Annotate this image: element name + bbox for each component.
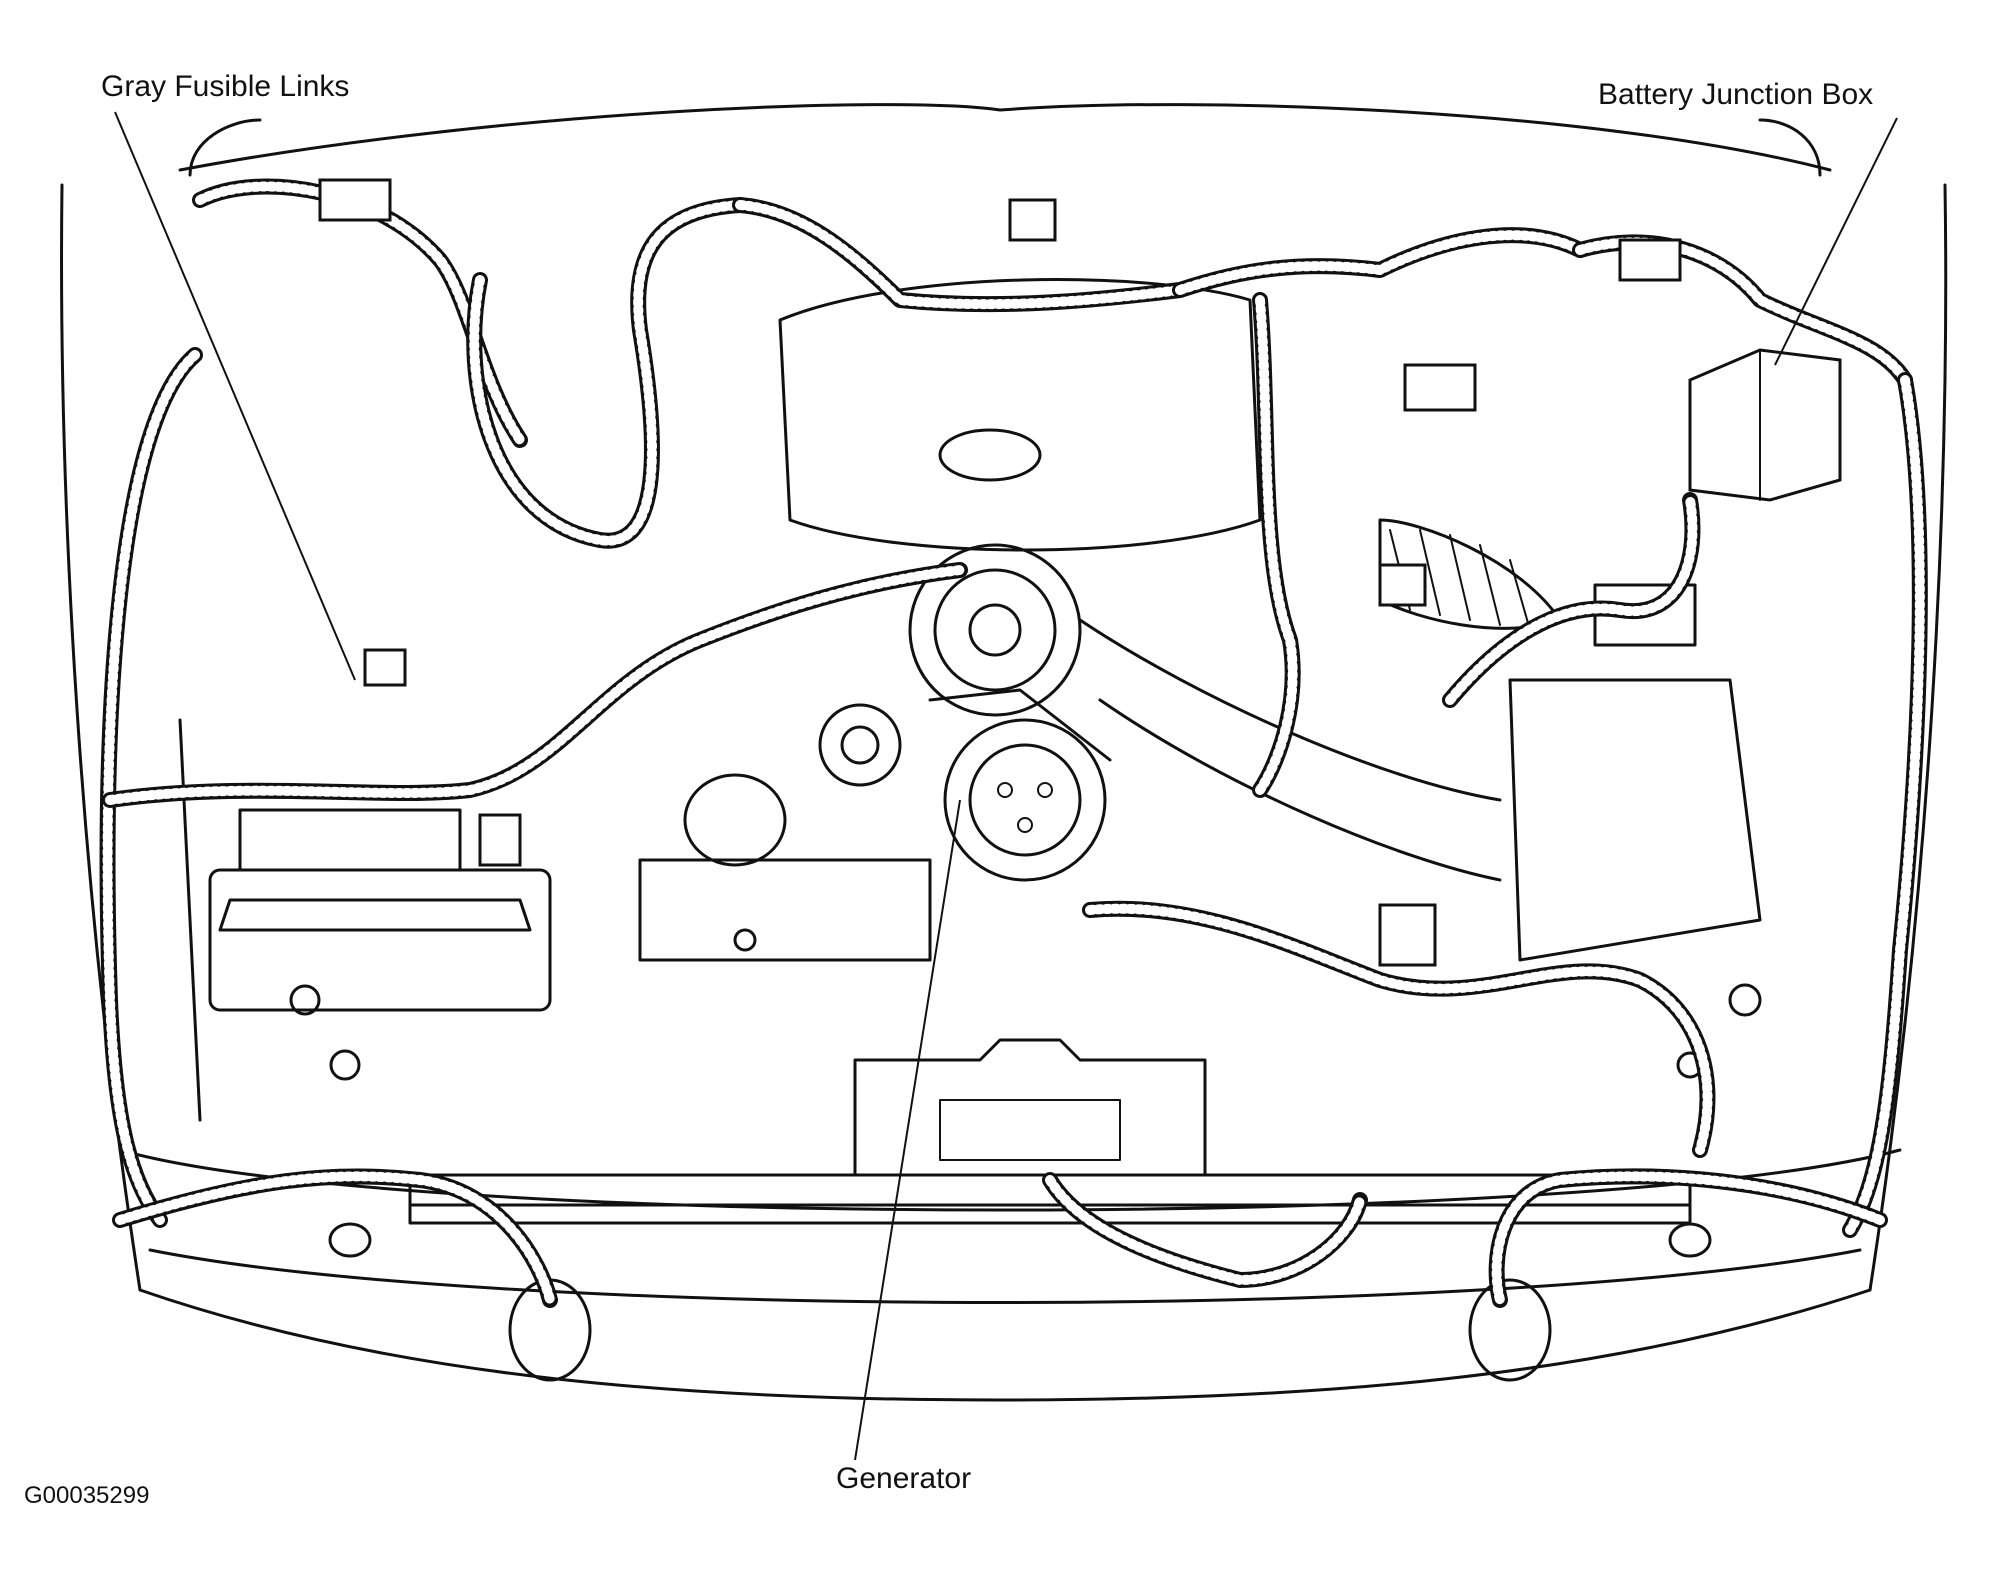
battery-right [1508, 678, 1762, 1079]
leader-gray-fusible-links [114, 111, 356, 681]
label-generator: Generator [836, 1462, 972, 1495]
radiator-support [408, 1038, 1692, 1225]
generator-assembly [818, 543, 1112, 882]
figure-id: G00035299 [24, 1482, 150, 1509]
label-gray-fusible-links: Gray Fusible Links [101, 70, 350, 103]
battery-junction-box [1593, 348, 1842, 647]
coolant-reservoir [638, 773, 932, 962]
battery-tray-left [178, 718, 552, 1122]
wiring-harness [99, 178, 1928, 1308]
leader-battery-junction-box [1774, 117, 1898, 366]
leader-generator [854, 799, 961, 1461]
label-battery-junction-box: Battery Junction Box [1598, 78, 1874, 111]
harness-connectors [318, 178, 1682, 967]
callout-leaders [114, 111, 1898, 1461]
headlamp-connectors [328, 1222, 1712, 1382]
